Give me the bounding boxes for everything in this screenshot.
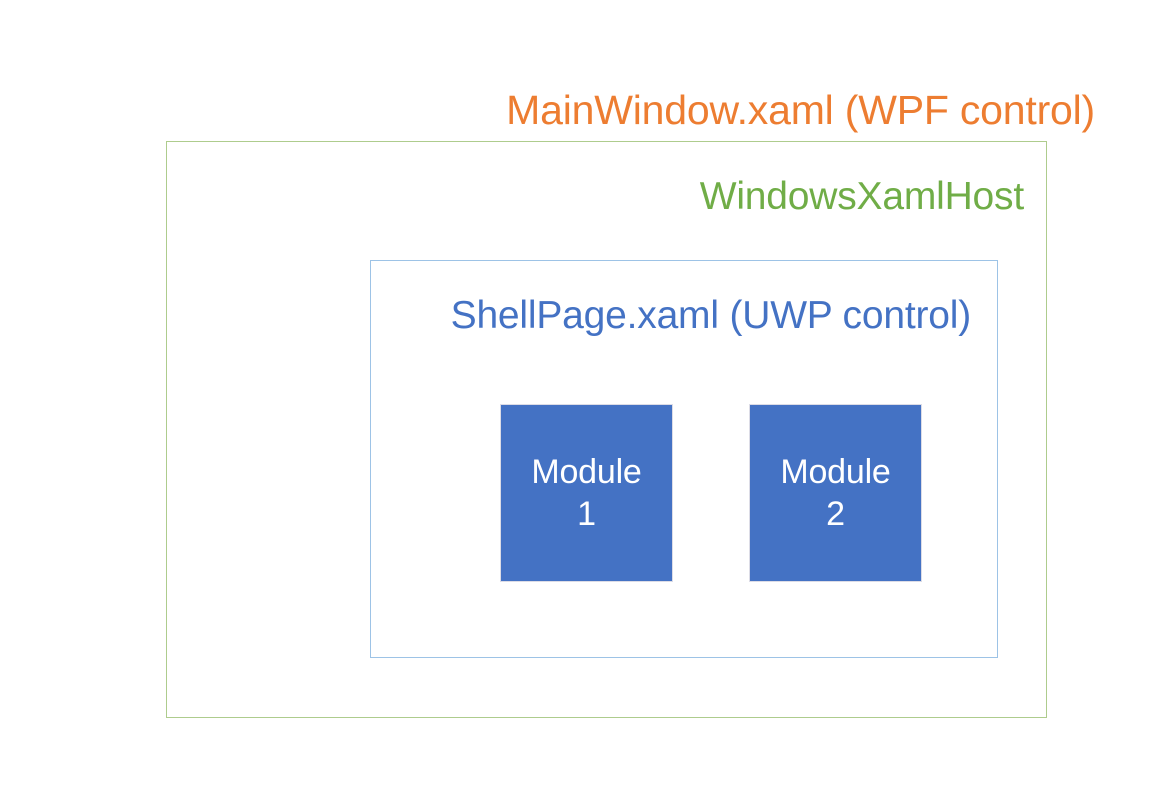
module-block-2-line2: 2	[826, 495, 845, 533]
module-block-2: Module 2	[749, 404, 922, 582]
module-block-2-line1: Module	[780, 452, 891, 491]
module-block-1-label: Module 1	[531, 451, 642, 536]
container-label-shellpage: ShellPage.xaml (UWP control)	[450, 294, 972, 337]
module-block-2-label: Module 2	[780, 451, 891, 536]
container-label-mainwindow: MainWindow.xaml (WPF control)	[506, 87, 1095, 133]
module-block-1: Module 1	[500, 404, 673, 582]
container-label-windowsxamlhost: WindowsXamlHost	[699, 175, 1024, 218]
module-block-1-line1: Module	[531, 452, 642, 491]
module-block-1-line2: 1	[577, 495, 596, 533]
